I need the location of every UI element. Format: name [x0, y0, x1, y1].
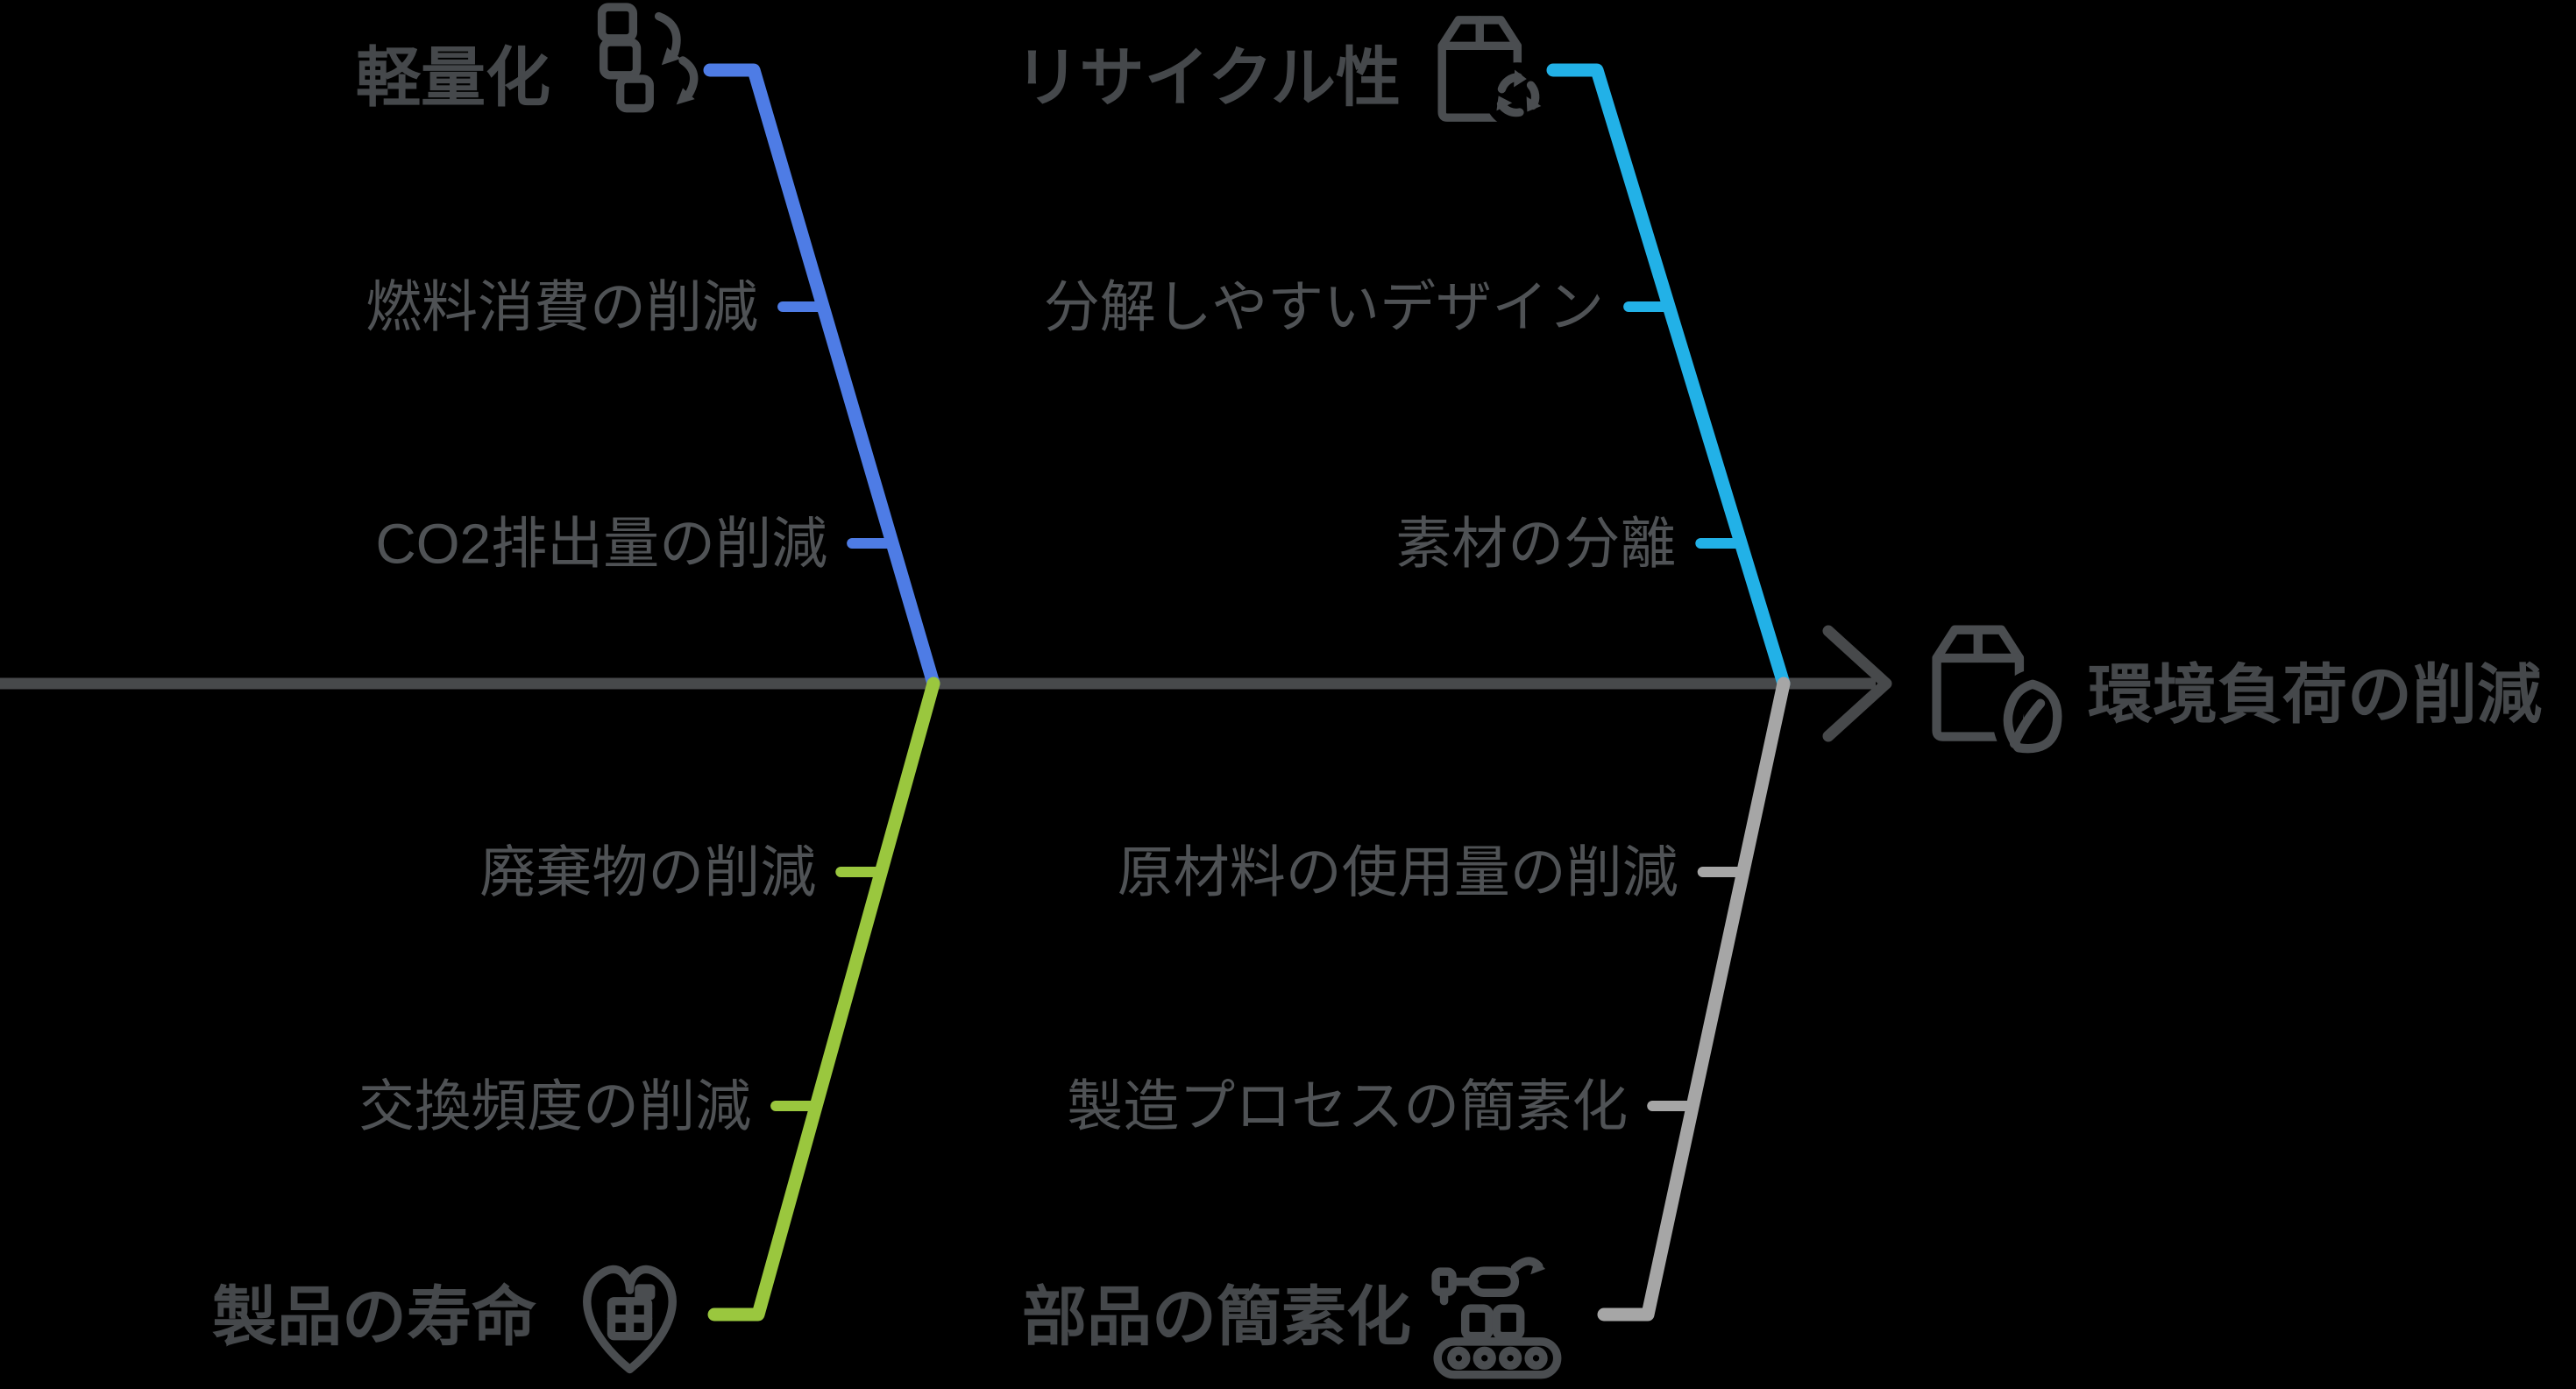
- cause-item-label: 素材の分離: [1395, 512, 1676, 575]
- cause-item-label: CO2排出量の削減: [376, 512, 828, 575]
- cause-item-label: 廃棄物の削減: [479, 840, 816, 904]
- cause-item-label: 燃料消費の削減: [365, 275, 758, 338]
- effect-group: 環境負荷の削減: [1932, 625, 2542, 764]
- cause-item-label: 分解しやすいデザイン: [1044, 275, 1604, 338]
- modular-boxes-icon: [597, 3, 699, 113]
- package-recycle-icon: [1437, 16, 1551, 129]
- cause-item-label: 原材料の使用量の削減: [1118, 840, 1678, 904]
- spine-group: [0, 625, 1892, 742]
- cause-item-label: 交換頻度の削減: [358, 1074, 751, 1137]
- branch-line-buhin-no-kansoka: [1597, 677, 1791, 1322]
- cause-item-label: 製造プロセスの簡素化: [1067, 1074, 1628, 1137]
- package-leaf-icon: [1932, 625, 2073, 764]
- spine-arrowhead-icon: [1822, 625, 1892, 742]
- branch-line-recycle-sei: [1546, 63, 1791, 691]
- assembly-line-icon: [1431, 1257, 1562, 1379]
- branch-line-keiryoka: [703, 63, 940, 691]
- heart-factory-icon: [583, 1265, 677, 1374]
- branch-label-buhin-no-kansoka: 部品の簡素化: [1022, 1280, 1411, 1353]
- branch-label-recycle-sei: リサイクル性: [1015, 41, 1401, 114]
- branch-label-seihin-no-jumyo: 製品の寿命: [212, 1280, 536, 1353]
- effect-label: 環境負荷の削減: [2088, 658, 2542, 731]
- branch-line-seihin-no-jumyo: [707, 677, 940, 1322]
- branch-keiryoka: 燃料消費の削減 CO2排出量の削減 軽量化: [356, 3, 940, 691]
- branch-label-keiryoka: 軽量化: [356, 41, 550, 114]
